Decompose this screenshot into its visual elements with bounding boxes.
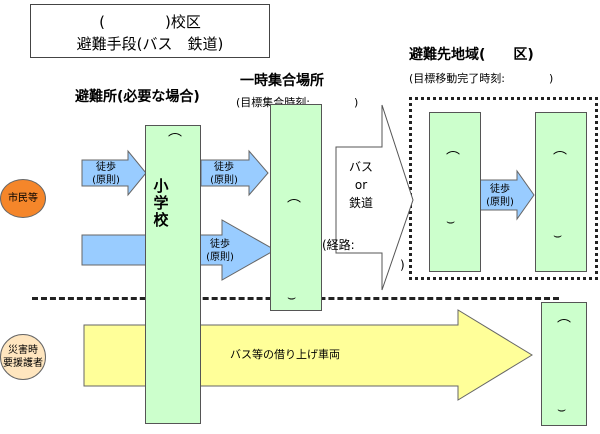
- walk-arrow-shelter-to-assembly: [200, 149, 269, 197]
- assembly-point-box: [270, 104, 322, 311]
- dest1-paren-close: ⌣: [446, 214, 456, 230]
- destination-time-note: (目標移動完了時刻: ): [409, 72, 554, 85]
- dest3-paren-close: ⌣: [557, 402, 567, 418]
- citizens-oval: 市民等: [0, 179, 46, 218]
- destination-box-2: [535, 112, 587, 272]
- bus-or-rail-arrow: [335, 104, 414, 291]
- shelter-paren-open: ⌒: [168, 133, 182, 149]
- assembly-paren-close: ⌣: [287, 290, 297, 306]
- destination-area-box: [409, 97, 598, 280]
- vulnerable-oval: 災害時要援護者: [0, 334, 46, 380]
- walk-arrow-citizens-to-shelter: [81, 149, 147, 197]
- shelter-heading: 避難所(必要な場合): [75, 89, 200, 105]
- chartered-bus-label: バス等の借り上げ車両: [230, 348, 340, 361]
- route-note-close: ): [400, 258, 405, 272]
- destination-box-1: [429, 112, 481, 272]
- dest1-paren-open: ⌒: [446, 151, 460, 167]
- district-title-box: ( )校区 避難手段(バス 鉄道): [30, 4, 270, 58]
- walk-label-2: 徒歩(原則): [210, 162, 238, 186]
- destination-heading: 避難先地域( 区): [409, 47, 534, 63]
- dest2-paren-open: ⌒: [553, 151, 567, 167]
- assembly-heading: 一時集合場所: [240, 73, 324, 89]
- dest3-paren-open: ⌒: [557, 319, 571, 335]
- destination-box-vulnerable: [541, 302, 587, 426]
- district-line: ( )校区: [99, 13, 201, 31]
- evacuation-means-line: 避難手段(バス 鉄道): [76, 35, 224, 53]
- dest2-paren-close: ⌣: [553, 228, 563, 244]
- route-note: (経路:: [322, 238, 355, 252]
- assembly-paren-open: ⌒: [287, 199, 301, 215]
- school-label: 小学校: [153, 177, 169, 229]
- walk-label-1: 徒歩(原則): [92, 162, 120, 186]
- shelter-school-box: [145, 125, 201, 424]
- walk-label-long: 徒歩(原則): [206, 239, 234, 263]
- walk-arrow-destination: [479, 169, 535, 221]
- assembly-time-note: (目標集合時刻: ): [236, 96, 359, 109]
- walk-label-destination: 徒歩(原則): [486, 184, 514, 208]
